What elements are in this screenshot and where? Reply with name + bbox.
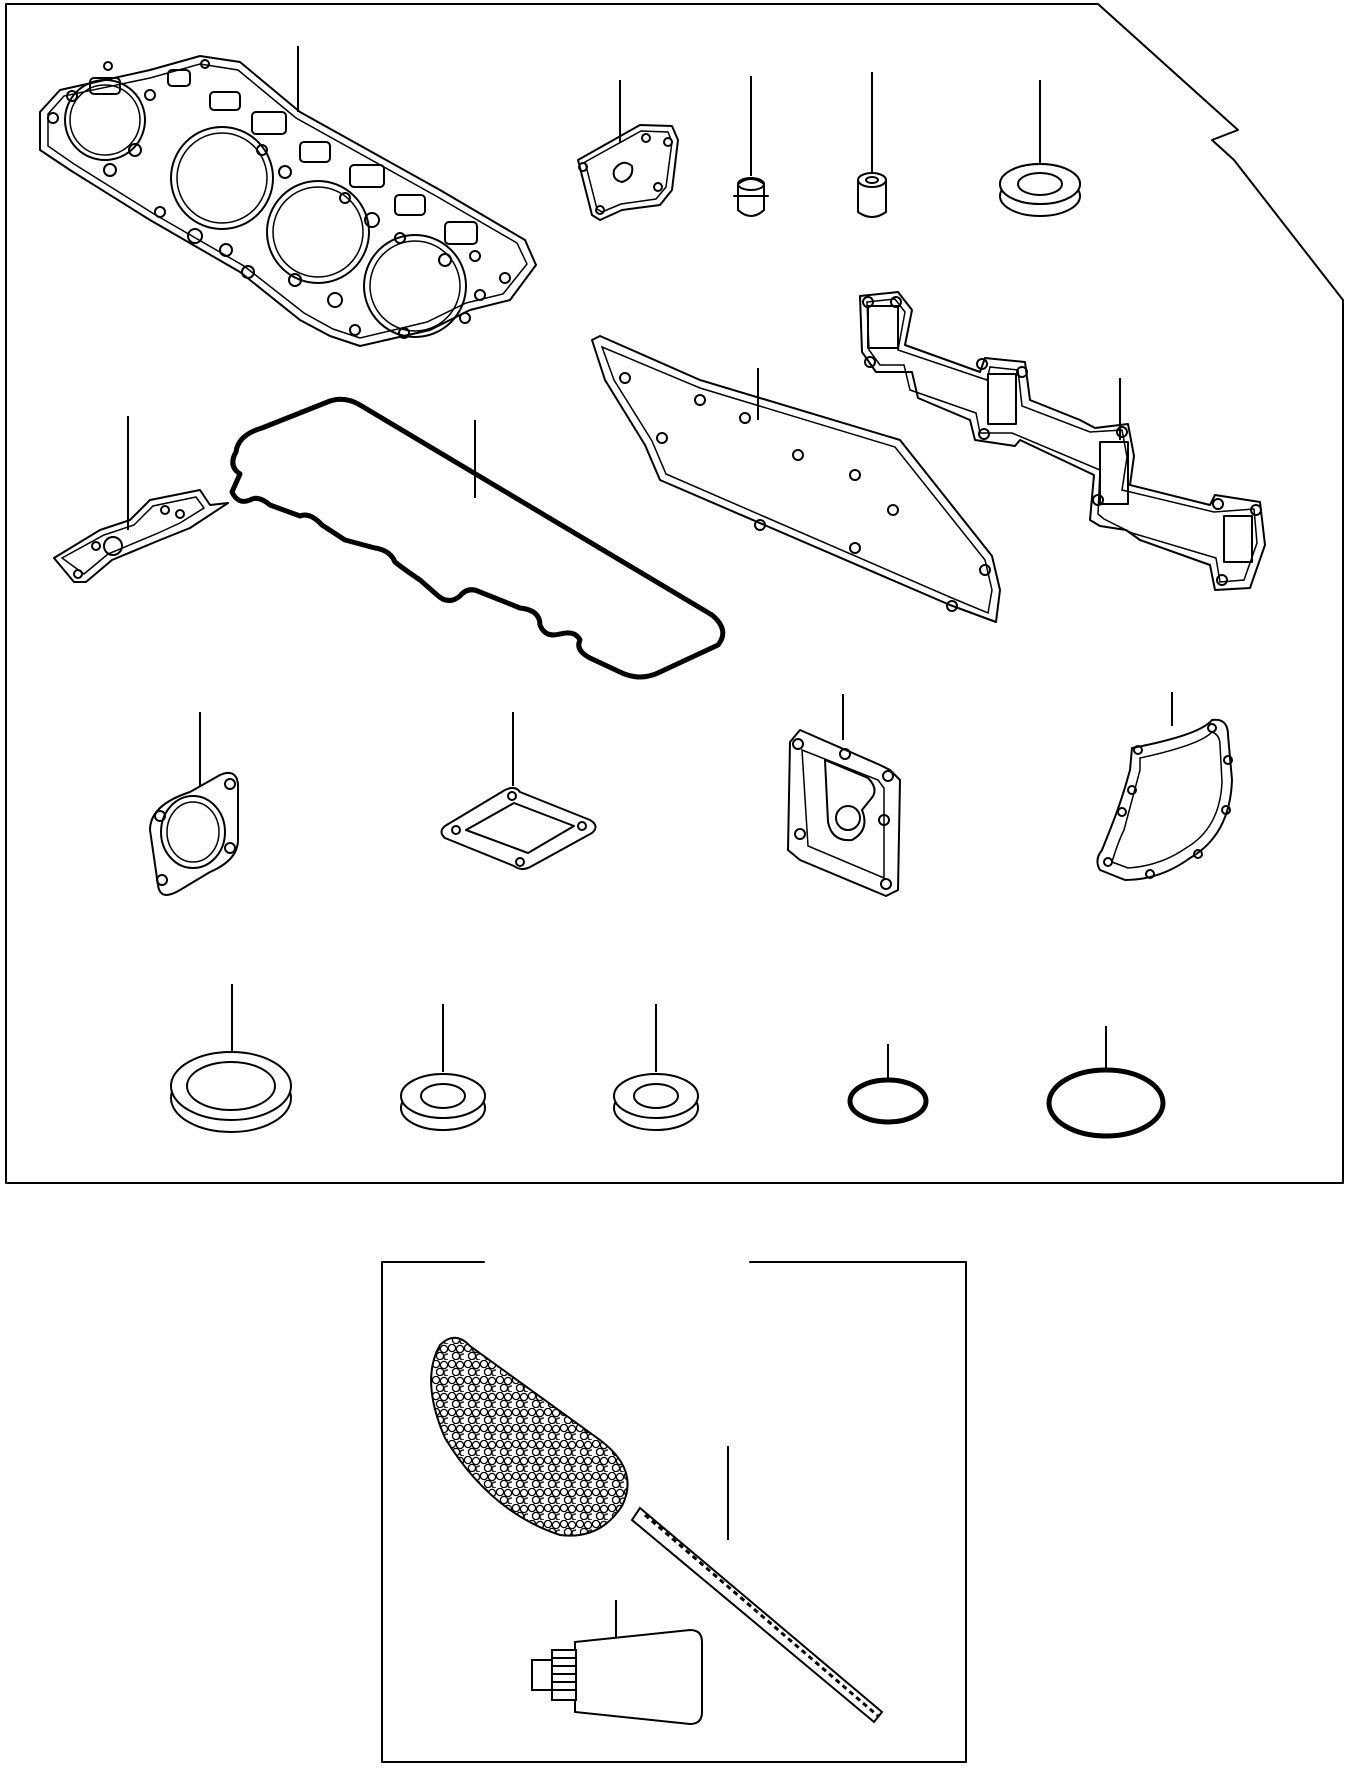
washer-medium-b bbox=[613, 1004, 699, 1131]
o-ring-large bbox=[1046, 1026, 1166, 1139]
bracket-gasket bbox=[53, 416, 229, 583]
cleaning-brush bbox=[430, 1336, 884, 1724]
sealant-tube bbox=[531, 1600, 703, 1726]
cover-plate-gasket bbox=[787, 694, 901, 897]
intake-manifold-gasket bbox=[591, 335, 1001, 623]
tool-panel-frame bbox=[381, 1261, 967, 1763]
rocker-cover-gasket bbox=[229, 396, 726, 680]
sealing-washer-large bbox=[999, 80, 1081, 217]
flange-gasket-square bbox=[440, 712, 597, 870]
small-cover-gasket bbox=[577, 80, 679, 221]
water-pump-gasket bbox=[1096, 692, 1233, 881]
tool-panel bbox=[381, 1261, 967, 1763]
small-collar bbox=[857, 72, 887, 218]
washer-large bbox=[170, 984, 292, 1133]
washer-medium-a bbox=[400, 1004, 486, 1131]
valve-stem-seal bbox=[733, 76, 769, 217]
kit-panel-frame bbox=[5, 3, 1344, 1184]
o-ring-small bbox=[847, 1044, 929, 1125]
flange-gasket-oval bbox=[149, 712, 239, 896]
exhaust-manifold-gasket bbox=[859, 291, 1266, 591]
kit-panel bbox=[5, 3, 1344, 1184]
cylinder-head-gasket bbox=[39, 46, 537, 347]
